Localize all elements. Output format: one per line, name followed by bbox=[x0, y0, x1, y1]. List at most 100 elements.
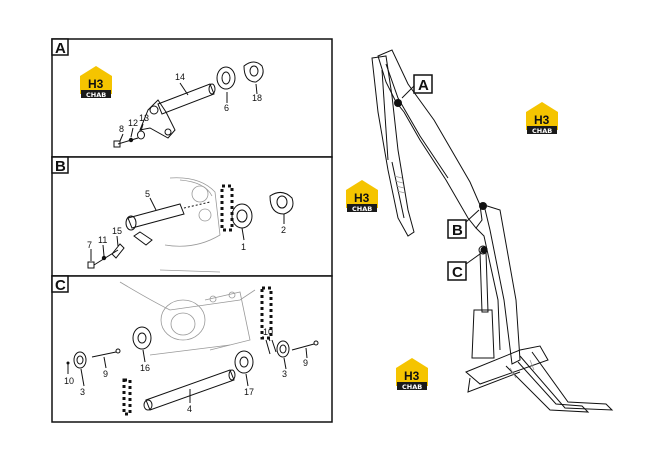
label-11: 11 bbox=[98, 235, 107, 245]
panel-b-letter: B bbox=[55, 158, 66, 175]
leader-3-left bbox=[80, 368, 85, 387]
bolt-10-left bbox=[66, 361, 70, 374]
label-10-right: 10 bbox=[263, 327, 273, 337]
panel-b-frame bbox=[51, 156, 333, 277]
leader-16 bbox=[142, 349, 146, 363]
leader-13 bbox=[140, 123, 144, 132]
section-cut-c-bottom bbox=[122, 378, 132, 416]
panel-c: C bbox=[51, 275, 333, 423]
leader-3-right bbox=[283, 357, 287, 370]
label-18: 18 bbox=[252, 93, 262, 103]
panel-c-letter-box bbox=[51, 275, 69, 293]
bolt-10-right bbox=[265, 339, 277, 355]
label-4: 4 bbox=[187, 404, 192, 414]
callout-b-leader bbox=[465, 209, 480, 223]
pivot-a bbox=[394, 99, 402, 107]
end-cap-3-left bbox=[73, 351, 87, 369]
logo-watermark-1-mark: H3 bbox=[354, 191, 370, 205]
logo-a-text: CHAB bbox=[86, 91, 106, 99]
logo-watermark-2: H3 CHAB bbox=[526, 102, 558, 135]
panel-a-letter-box bbox=[51, 38, 69, 56]
label-17: 17 bbox=[244, 387, 254, 397]
label-14: 14 bbox=[175, 72, 185, 82]
logo-watermark-1: H3 CHAB bbox=[346, 180, 378, 213]
panel-b: B bbox=[51, 156, 333, 277]
panel-a-letter: A bbox=[55, 40, 66, 57]
leader-9-right bbox=[305, 347, 308, 359]
callout-b: B bbox=[452, 222, 463, 239]
pivot-b bbox=[479, 202, 487, 210]
hydraulic-cylinder bbox=[471, 245, 495, 359]
logo-a: H3 CHAB bbox=[80, 66, 112, 99]
leader-1 bbox=[241, 227, 245, 241]
pin-4 bbox=[143, 369, 236, 411]
label-3-right: 3 bbox=[282, 369, 287, 379]
base-tracks bbox=[465, 345, 614, 413]
label-16: 16 bbox=[140, 363, 150, 373]
plate-2 bbox=[269, 192, 294, 215]
label-2: 2 bbox=[281, 225, 286, 235]
leader-17 bbox=[245, 373, 249, 387]
leader-9-left bbox=[103, 356, 107, 369]
arm-hatch bbox=[393, 175, 406, 194]
callout-c-leader bbox=[465, 253, 481, 265]
leader-14 bbox=[179, 82, 189, 96]
label-6: 6 bbox=[224, 103, 229, 113]
callout-a-leader bbox=[401, 85, 415, 99]
section-cut-b bbox=[220, 184, 234, 232]
plate-18 bbox=[243, 61, 264, 83]
panel-a-frame bbox=[51, 38, 333, 158]
callout-a: A bbox=[418, 77, 429, 94]
label-12: 12 bbox=[128, 118, 138, 128]
logo-watermark-2-mark: H3 bbox=[534, 113, 550, 127]
callout-c: C bbox=[452, 264, 463, 281]
upright-column bbox=[483, 204, 521, 365]
label-8: 8 bbox=[119, 124, 124, 134]
logo-watermark-3-mark: H3 bbox=[404, 369, 420, 383]
bolt-group-b bbox=[87, 243, 125, 269]
label-3-left: 3 bbox=[80, 387, 85, 397]
washer-16 bbox=[132, 326, 152, 350]
label-9-left: 9 bbox=[103, 369, 108, 379]
boom-foot-c bbox=[119, 281, 256, 356]
panel-c-letter: C bbox=[55, 277, 66, 294]
leader-10-right bbox=[267, 336, 271, 342]
end-cap-3-right bbox=[276, 340, 290, 358]
logo-watermark-3: H3 CHAB bbox=[396, 358, 428, 391]
leader-12 bbox=[130, 127, 134, 138]
washer-6 bbox=[216, 66, 236, 90]
leader-11 bbox=[102, 244, 105, 257]
callout-b-box bbox=[447, 219, 467, 239]
leader-18 bbox=[255, 83, 258, 95]
arm bbox=[371, 55, 415, 237]
panel-b-letter-box bbox=[51, 156, 69, 174]
callout-a-box bbox=[413, 74, 433, 94]
logo-watermark-3-text: CHAB bbox=[402, 383, 422, 391]
label-1: 1 bbox=[241, 242, 246, 252]
panel-c-frame bbox=[51, 275, 333, 423]
label-10-left: 10 bbox=[64, 376, 74, 386]
leader-5 bbox=[149, 197, 157, 211]
label-7: 7 bbox=[87, 240, 92, 250]
logo-a-mark: H3 bbox=[88, 77, 104, 91]
panel-a: A H3 CHAB bbox=[51, 38, 333, 158]
callout-c-box bbox=[447, 261, 467, 281]
boom-bracket-b bbox=[159, 177, 221, 273]
pin-5 bbox=[125, 201, 211, 246]
label-5: 5 bbox=[145, 189, 150, 199]
bolt-9-left bbox=[91, 348, 121, 358]
logo-watermark-2-text: CHAB bbox=[532, 127, 552, 135]
washer-17 bbox=[234, 350, 254, 374]
label-9-right: 9 bbox=[303, 358, 308, 368]
bolt-9-right bbox=[291, 340, 319, 351]
leader-8 bbox=[119, 133, 124, 142]
section-cut-c-top bbox=[260, 286, 273, 340]
leader-15 bbox=[116, 235, 119, 247]
boom-assembly: A B C bbox=[371, 49, 614, 413]
label-15: 15 bbox=[112, 226, 122, 236]
label-13: 13 bbox=[139, 113, 149, 123]
logo-watermark-1-text: CHAB bbox=[352, 205, 372, 213]
pivot-c bbox=[480, 246, 488, 254]
bolt-group-a bbox=[113, 130, 145, 148]
